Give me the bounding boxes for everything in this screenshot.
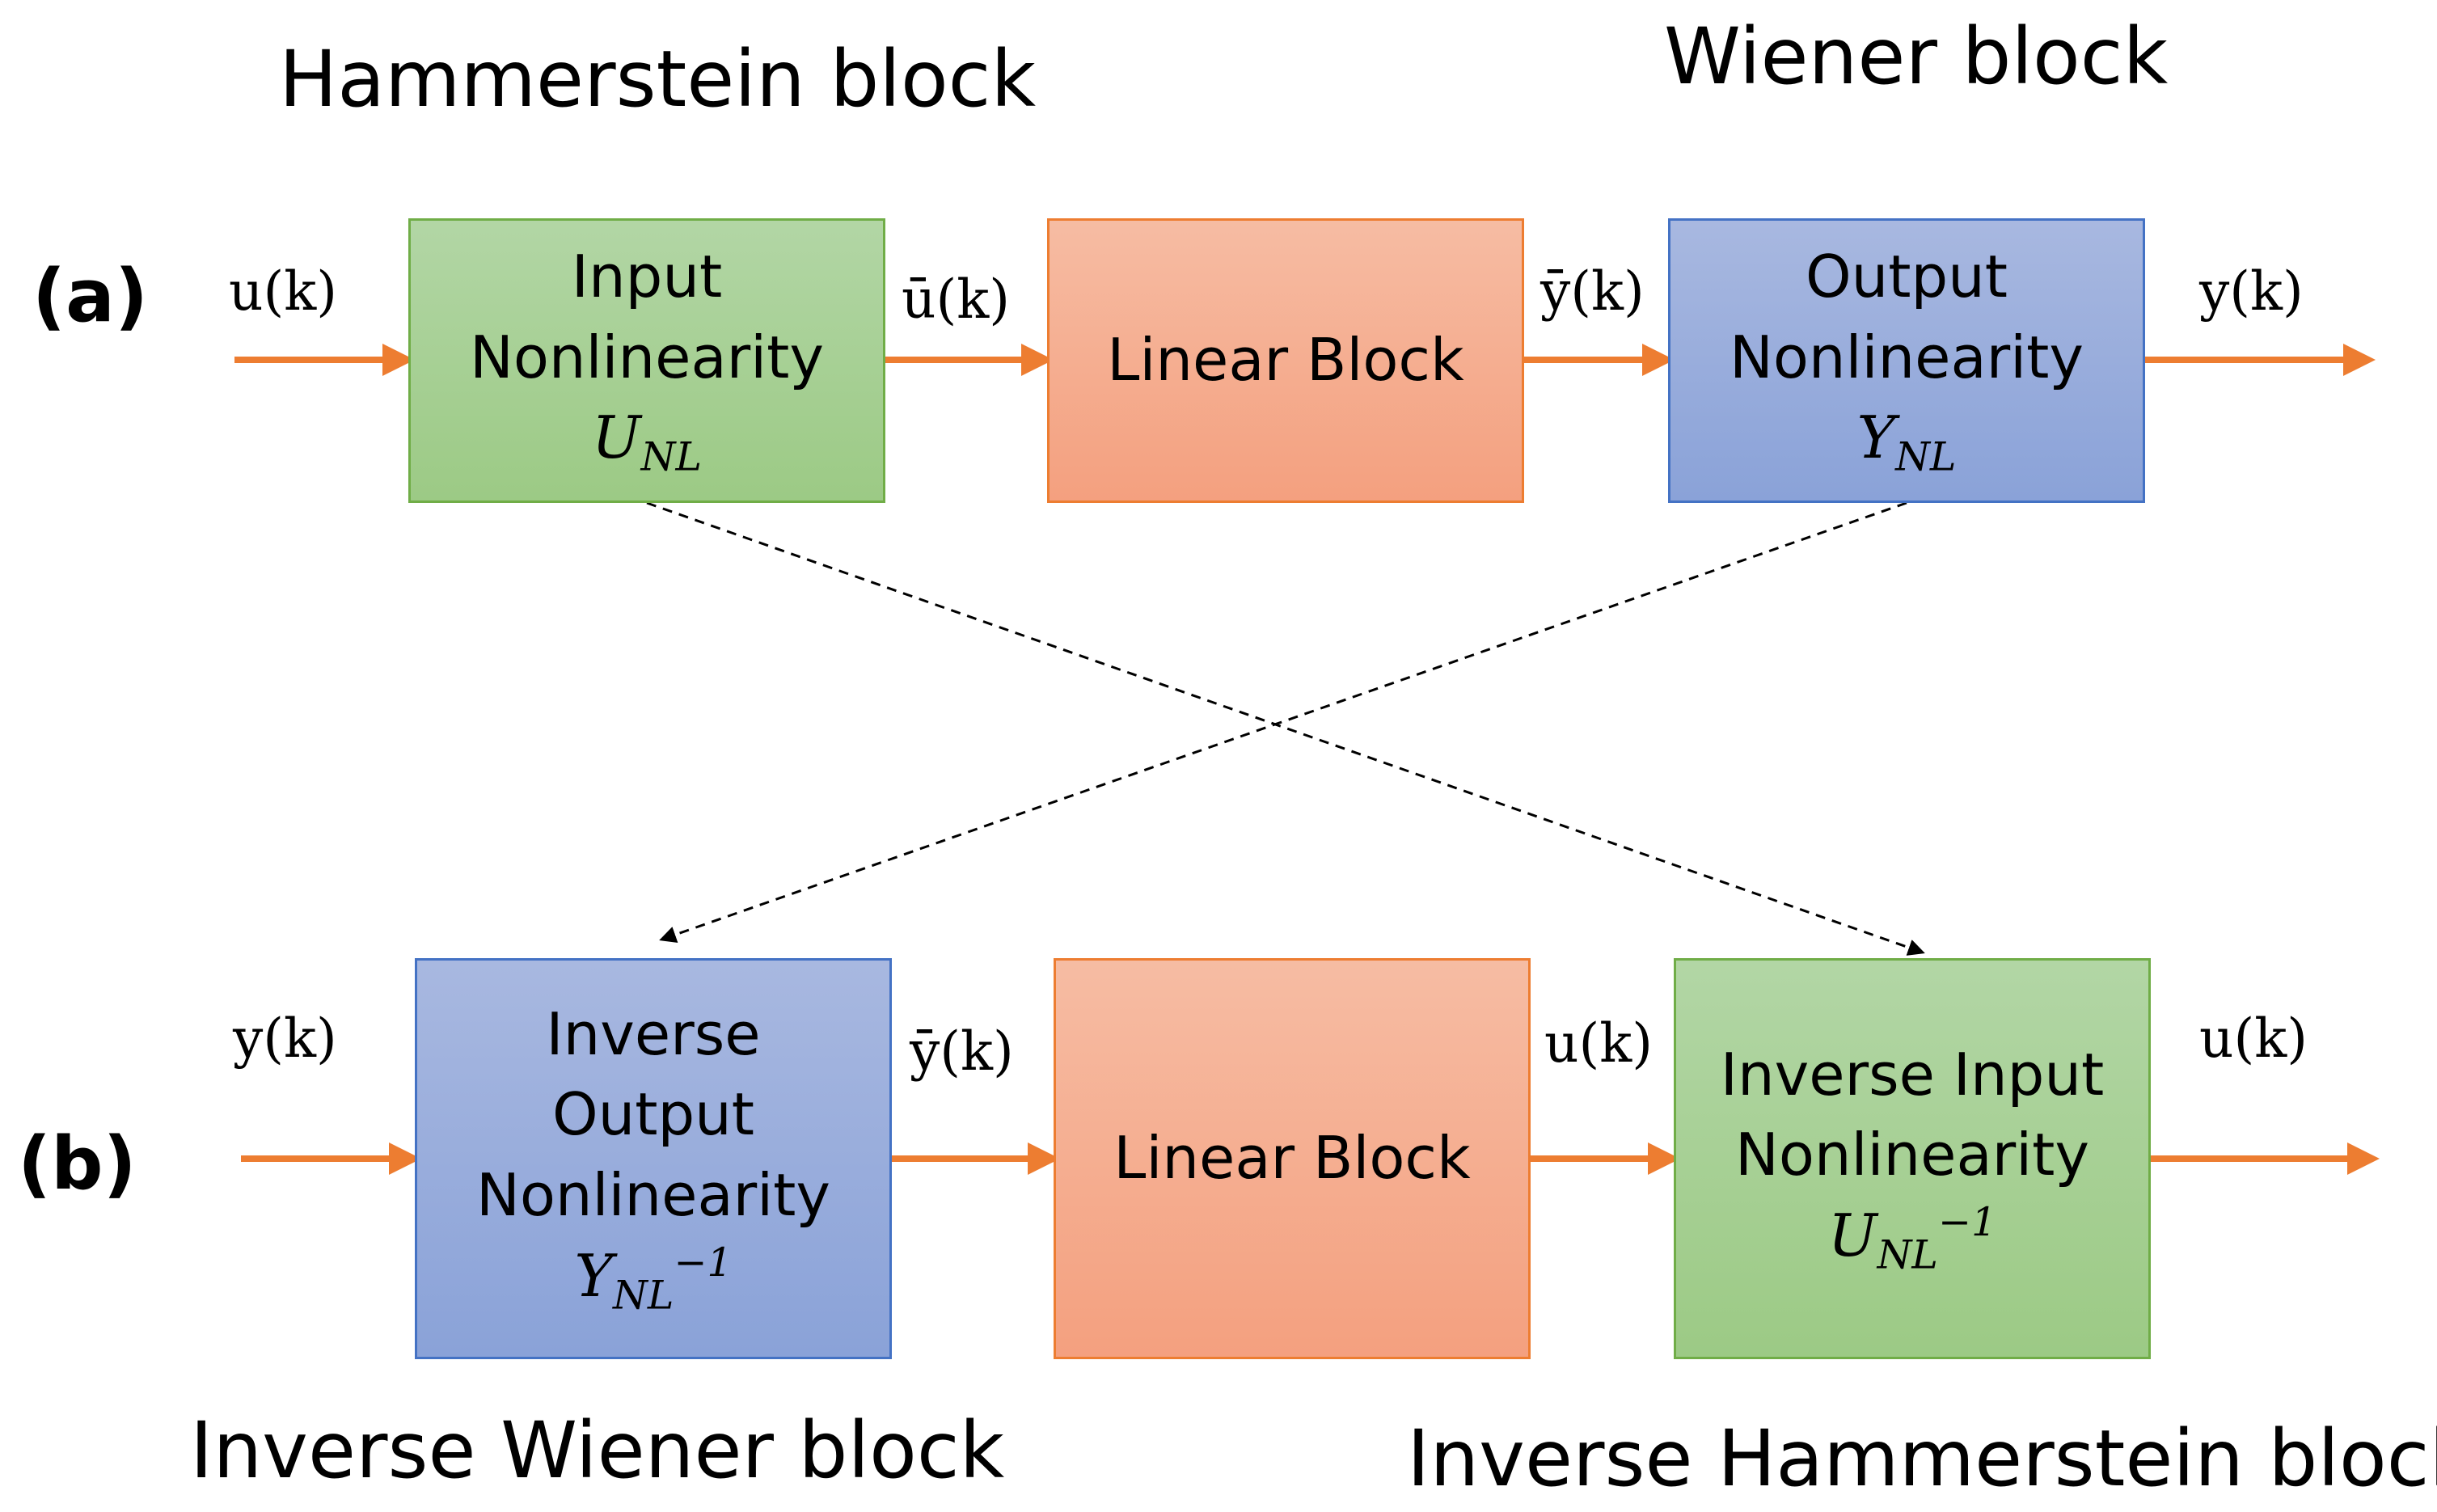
linear-block-a: Linear Block [1047, 218, 1524, 503]
inv-input-nl-symbol: UNL−1 [1827, 1199, 1997, 1278]
signal-b-in: y(k) [233, 1007, 337, 1070]
inv-input-nl-line2: Nonlinearity [1734, 1121, 2090, 1189]
inverse-output-nonlinearity-block: Inverse Output Nonlinearity YNL−1 [415, 958, 892, 1359]
signal-a-ybar: ȳ(k) [1540, 260, 1645, 323]
inv-output-nl-line3: Nonlinearity [475, 1160, 831, 1229]
inverse-wiener-title: Inverse Wiener block [190, 1405, 1005, 1496]
inverse-hammerstein-title: Inverse Hammerstein block [1407, 1413, 2437, 1504]
inv-output-nl-line2: Output [551, 1080, 755, 1149]
output-nl-line2: Nonlinearity [1729, 323, 2084, 391]
input-nl-line2: Nonlinearity [469, 323, 825, 391]
signal-b-u: u(k) [1544, 1012, 1653, 1075]
input-nonlinearity-block: Input Nonlinearity UNL [408, 218, 885, 503]
signal-b-out: u(k) [2199, 1007, 2308, 1070]
dashed-arrow-output-to-inverse-output [659, 501, 1907, 943]
input-nl-symbol: UNL [591, 403, 703, 480]
output-nonlinearity-block: Output Nonlinearity YNL [1668, 218, 2145, 503]
dashed-arrow-input-to-inverse-input [646, 501, 1925, 956]
inv-output-nl-line1: Inverse [546, 999, 761, 1068]
output-nl-line1: Output [1805, 243, 2008, 311]
signal-a-in: u(k) [229, 260, 337, 323]
input-nl-line1: Input [571, 243, 723, 311]
output-nl-symbol: YNL [1856, 403, 1957, 480]
hammerstein-title: Hammerstein block [279, 34, 1037, 125]
inv-input-nl-line1: Inverse Input [1720, 1040, 2105, 1109]
signal-a-ubar: ū(k) [902, 268, 1010, 331]
wiener-title: Wiener block [1664, 11, 2169, 102]
linear-block-b: Linear Block [1054, 958, 1531, 1359]
signal-a-out: y(k) [2199, 260, 2304, 323]
signal-b-ybar: ȳ(k) [910, 1020, 1014, 1083]
panel-label-a: (a) [32, 254, 148, 339]
linear-block-b-label: Linear Block [1113, 1124, 1471, 1193]
inv-output-nl-symbol: YNL−1 [574, 1240, 733, 1319]
inverse-input-nonlinearity-block: Inverse Input Nonlinearity UNL−1 [1674, 958, 2151, 1359]
linear-block-a-label: Linear Block [1107, 326, 1464, 395]
panel-label-b: (b) [18, 1121, 137, 1206]
